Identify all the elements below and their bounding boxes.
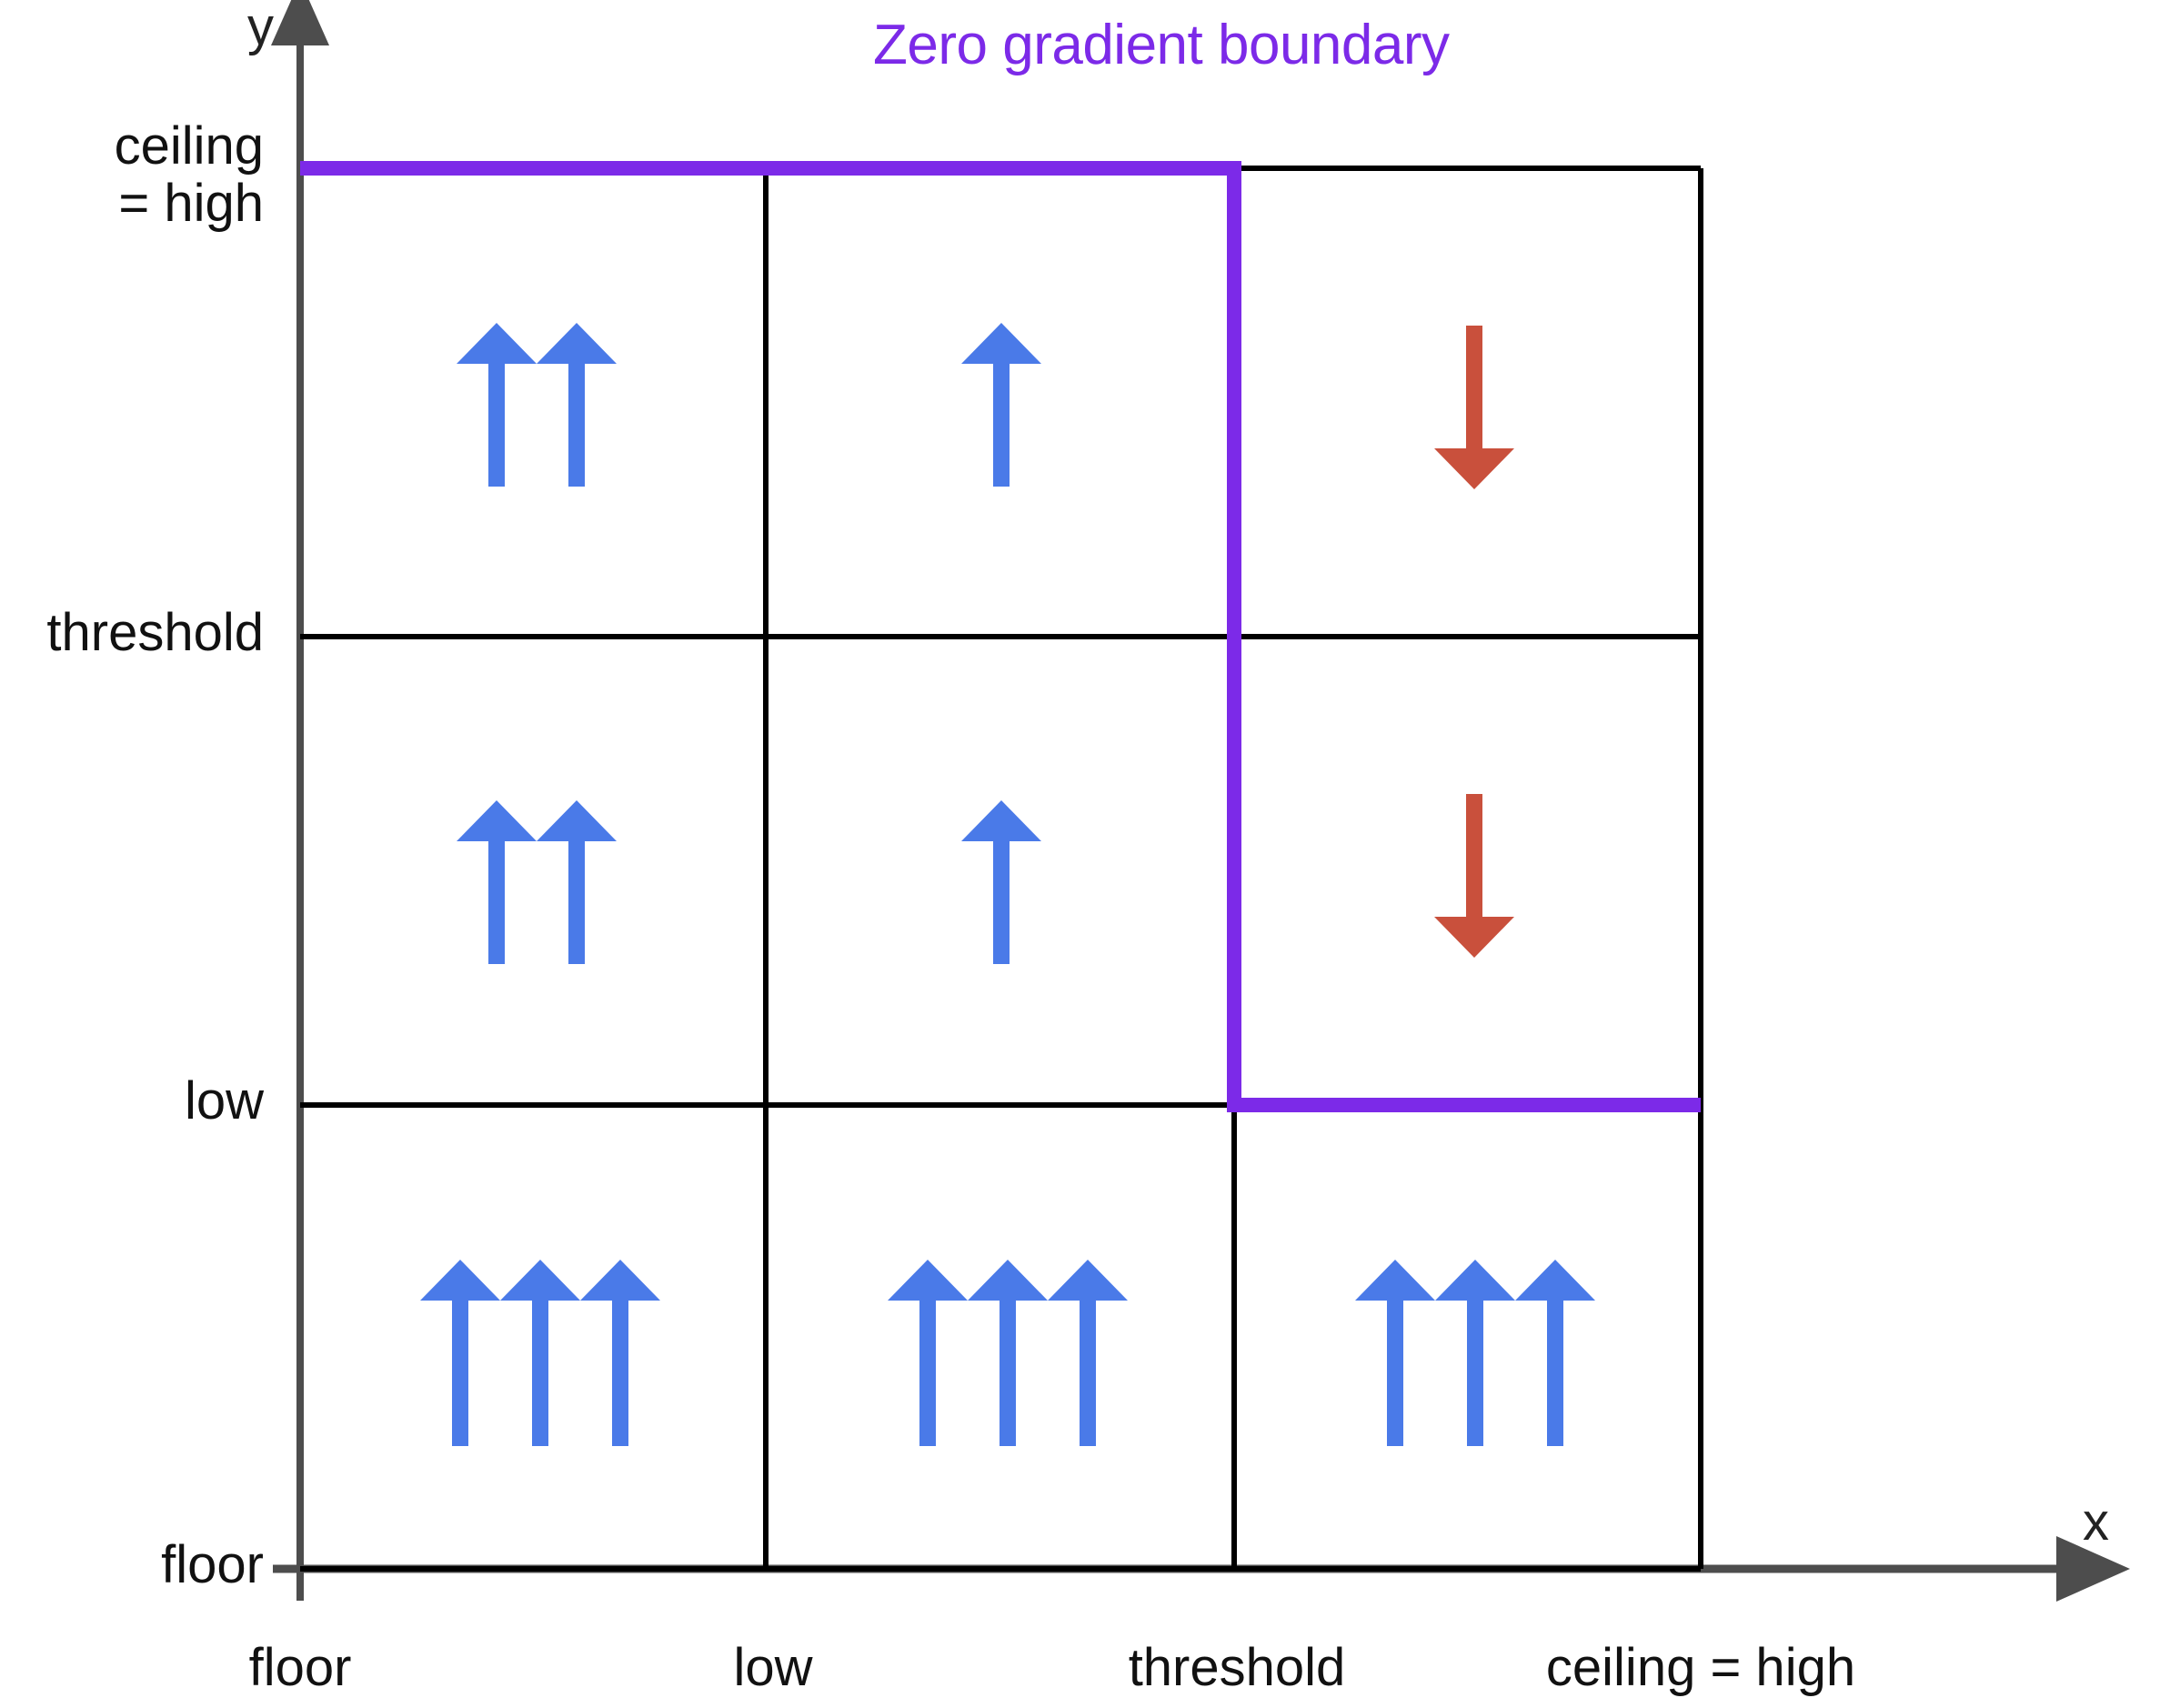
cell-top-right-arrows xyxy=(1434,326,1514,489)
cell-bottom-left-arrows xyxy=(420,1260,660,1446)
y-tick-label-low: low xyxy=(184,1071,264,1130)
up-arrow-icon xyxy=(961,323,1041,487)
y-axis-label: y xyxy=(247,0,274,56)
up-arrow-icon xyxy=(580,1260,660,1446)
cell-middle-middle-arrows xyxy=(961,800,1041,964)
y-tick-label-floor: floor xyxy=(161,1535,264,1594)
up-arrow-icon xyxy=(1435,1260,1515,1446)
y-tick-label-threshold: threshold xyxy=(46,603,264,662)
chart-title: Zero gradient boundary xyxy=(873,14,1450,76)
cell-bottom-middle-arrows xyxy=(888,1260,1128,1446)
zero-gradient-boundary-path xyxy=(300,161,1701,1112)
cell-top-left-arrows xyxy=(457,323,617,487)
up-arrow-icon xyxy=(420,1260,500,1446)
y-tick-label-ceiling: ceiling = high xyxy=(18,116,264,233)
up-arrow-icon xyxy=(457,800,537,964)
up-arrow-icon xyxy=(888,1260,968,1446)
cell-middle-right-arrows xyxy=(1434,794,1514,958)
down-arrow-icon xyxy=(1434,794,1514,958)
cell-middle-left-arrows xyxy=(457,800,617,964)
up-arrow-icon xyxy=(457,323,537,487)
x-axis-label: x xyxy=(2083,1492,2109,1552)
x-tick-label-low: low xyxy=(733,1638,813,1697)
cell-bottom-right-arrows xyxy=(1355,1260,1595,1446)
up-arrow-icon xyxy=(1048,1260,1128,1446)
up-arrow-icon xyxy=(1355,1260,1435,1446)
down-arrow-icon xyxy=(1434,326,1514,489)
x-tick-label-floor: floor xyxy=(248,1638,352,1697)
up-arrow-icon xyxy=(500,1260,580,1446)
up-arrow-icon xyxy=(961,800,1041,964)
y-tick-ceiling-line2: = high xyxy=(118,173,264,233)
up-arrow-icon xyxy=(968,1260,1048,1446)
y-tick-ceiling-line1: ceiling xyxy=(114,116,264,176)
up-arrow-icon xyxy=(537,323,617,487)
x-tick-label-ceiling: ceiling = high xyxy=(1545,1638,1856,1697)
cell-top-middle-arrows xyxy=(961,323,1041,487)
x-tick-label-threshold: threshold xyxy=(1128,1638,1346,1697)
up-arrow-icon xyxy=(1515,1260,1595,1446)
up-arrow-icon xyxy=(537,800,617,964)
